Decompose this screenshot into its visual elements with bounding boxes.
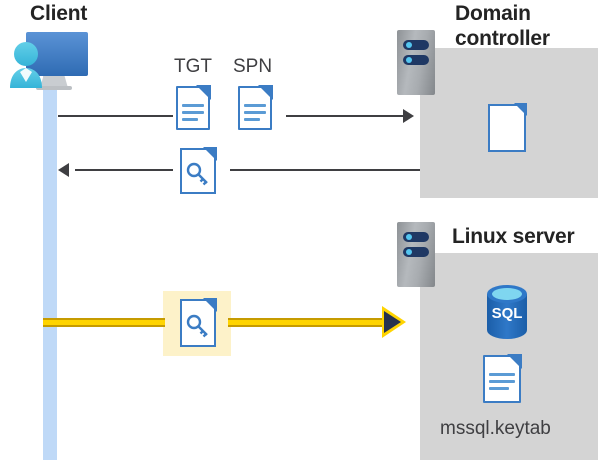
title-client: Client xyxy=(30,2,88,25)
request-arrowhead xyxy=(403,109,414,123)
certificate-document-icon xyxy=(488,103,527,152)
client-lifeline xyxy=(43,72,57,460)
request-line-segment-right xyxy=(286,115,404,117)
gold-line-segment-right xyxy=(228,318,388,327)
response-line-segment-right xyxy=(230,169,420,171)
title-linux-server: Linux server xyxy=(452,225,575,248)
title-domain-controller-line2: controller xyxy=(455,26,550,50)
tgt-document-icon xyxy=(176,85,211,130)
title-domain-controller: Domain controller xyxy=(455,2,595,52)
keytab-document-icon xyxy=(483,354,522,403)
server-rack-icon-domain-controller xyxy=(397,30,435,95)
client-computer-user-icon xyxy=(8,28,96,100)
response-line-segment-left xyxy=(75,169,173,171)
title-domain-controller-line1: Domain xyxy=(455,2,531,25)
label-tgt: TGT xyxy=(174,56,212,77)
service-ticket-key-document-icon xyxy=(180,298,217,347)
request-line-segment-left xyxy=(58,115,173,117)
response-arrowhead xyxy=(58,163,69,177)
sql-database-icon: SQL xyxy=(484,285,530,341)
ticket-key-document-icon xyxy=(180,147,217,194)
gold-arrowhead-inner xyxy=(384,311,401,333)
label-spn: SPN xyxy=(233,56,273,77)
server-rack-icon-linux-server xyxy=(397,222,435,287)
gold-line-segment-left xyxy=(43,318,165,327)
label-mssql-keytab: mssql.keytab xyxy=(440,418,551,439)
spn-document-icon xyxy=(238,85,273,130)
sql-label: SQL xyxy=(492,305,523,322)
